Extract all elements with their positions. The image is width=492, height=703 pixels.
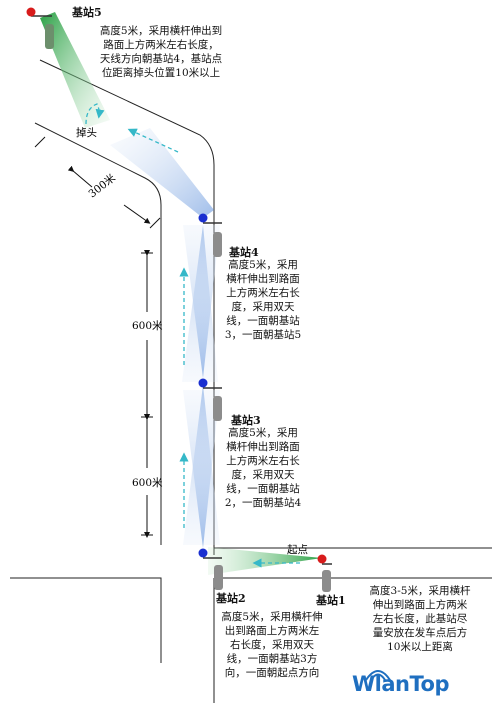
beam-s2-up (183, 390, 220, 548)
description-line: 线，一面朝基站3方 (226, 653, 318, 665)
blue-antenna-dot (198, 378, 208, 388)
description-line: 位距离掉头位置10米以上 (101, 67, 221, 79)
description-line: 线，一面朝基站 (226, 483, 300, 495)
antenna-s2 (198, 548, 223, 590)
red-antenna-dot (26, 7, 36, 17)
description-line: 高度5米，采用 (228, 427, 298, 439)
road-outline (10, 59, 492, 703)
antenna-s3 (198, 378, 222, 421)
blue-antenna-dot (198, 548, 208, 558)
distance-label-600m-bottom: 600米 (132, 476, 163, 489)
description-line: 横杆伸出到路面 (226, 441, 300, 453)
antenna-s4 (198, 213, 222, 257)
description-line: 线，一面朝基站 (226, 315, 300, 327)
description-line: 2，一面朝基站4 (224, 497, 302, 509)
station-5-title: 基站5 (72, 6, 102, 19)
distance-label-600m-top: 600米 (132, 319, 163, 332)
description-line: 高度5米，采用横杆伸出到 (99, 25, 223, 37)
dimension-lines (34, 136, 161, 538)
station-3-title: 基站3 (231, 414, 261, 427)
wifi-logo-icon (365, 670, 391, 681)
station-4-description: 高度5米，采用 横杆伸出到路面 上方两米左右长 度，采用双天 线，一面朝基站 3… (214, 258, 312, 342)
description-line: 左右长度，此基站尽 (372, 613, 468, 625)
turnaround-label: 掉头 (76, 126, 97, 139)
beam-s4-diagonal (110, 128, 214, 218)
blue-antenna-dot (198, 213, 208, 223)
station-1-title: 基站1 (316, 594, 346, 607)
description-line: 度，采用双天 (231, 469, 295, 481)
description-line: 右长度，采用双天 (230, 639, 314, 651)
description-line: 度，采用双天 (231, 301, 295, 313)
station-5-description: 高度5米，采用横杆伸出到 路面上方两米左右长度， 天线方向朝基站4，基站点 位距… (86, 24, 236, 80)
antenna-s1 (317, 554, 332, 592)
beam-s1-left (208, 547, 322, 575)
station-2-description: 高度5米，采用横杆伸 出到路面上方两米左 右长度，采用双天 线，一面朝基站3方 … (214, 610, 330, 680)
description-line: 3，一面朝基站5 (224, 329, 302, 341)
station-4-title: 基站4 (229, 246, 259, 259)
description-line: 10米以上距离 (387, 641, 453, 653)
wlantop-logo: WlanTop (352, 672, 449, 696)
description-line: 高度3-5米，采用横杆 (369, 585, 471, 597)
route-arrows (85, 103, 300, 568)
red-antenna-dot (317, 554, 327, 564)
station-3-description: 高度5米，采用 横杆伸出到路面 上方两米左右长 度，采用双天 线，一面朝基站 2… (214, 426, 312, 510)
description-line: 出到路面上方两米左 (224, 625, 320, 637)
coverage-beams (40, 12, 322, 575)
description-line: 路面上方两米左右长度， (103, 39, 219, 51)
station-1-description: 高度3-5米，采用横杆 伸出到路面上方两米 左右长度，此基站尽 量安放在发车点后… (362, 584, 478, 654)
description-line: 高度5米，采用横杆伸 (221, 611, 323, 623)
start-label: 起点 (287, 544, 308, 556)
description-line: 天线方向朝基站4，基站点 (99, 53, 223, 65)
description-line: 量安放在发车点后方 (372, 627, 468, 639)
beam-s3-up (183, 225, 220, 378)
description-line: 高度5米，采用 (228, 259, 298, 271)
description-line: 伸出到路面上方两米 (372, 599, 468, 611)
description-line: 向，一面朝起点方向 (224, 667, 320, 679)
beam-s5-diagonal (40, 12, 110, 128)
description-line: 上方两米左右长 (226, 287, 300, 299)
description-line: 横杆伸出到路面 (226, 273, 300, 285)
station-2-title: 基站2 (216, 592, 246, 605)
description-line: 上方两米左右长 (226, 455, 300, 467)
antenna-s5 (26, 7, 54, 49)
